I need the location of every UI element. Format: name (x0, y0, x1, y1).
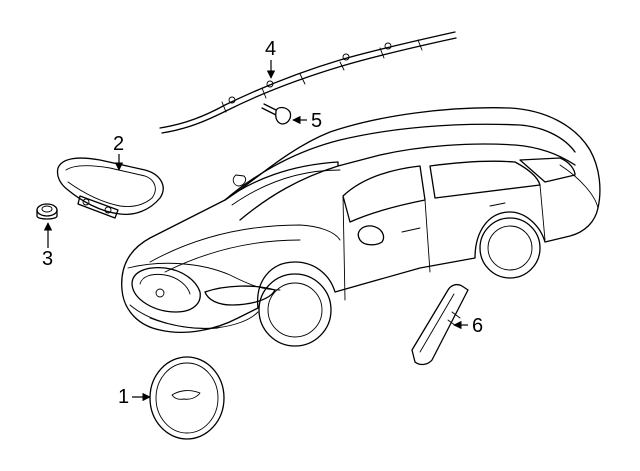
callout-3: 3 (42, 222, 53, 270)
callout-2-label: 2 (113, 133, 124, 155)
airbag-module-part (56, 157, 164, 219)
callout-1-label: 1 (118, 386, 129, 408)
callout-6-label: 6 (472, 315, 483, 337)
bolt-part (261, 103, 292, 125)
sensor-part (36, 203, 58, 220)
callout-2: 2 (113, 133, 124, 171)
curtain-airbag-part (159, 31, 457, 134)
callout-3-label: 3 (42, 248, 53, 270)
callout-5-label: 5 (311, 110, 322, 132)
callout-6: 6 (453, 315, 483, 337)
callout-1: 1 (118, 386, 151, 408)
vehicle-illustration (121, 107, 601, 347)
callout-4-label: 4 (265, 38, 276, 60)
callout-4: 4 (265, 38, 276, 79)
steering-airbag-part (149, 356, 225, 440)
side-airbag-part (411, 283, 469, 366)
callout-5: 5 (292, 110, 322, 132)
